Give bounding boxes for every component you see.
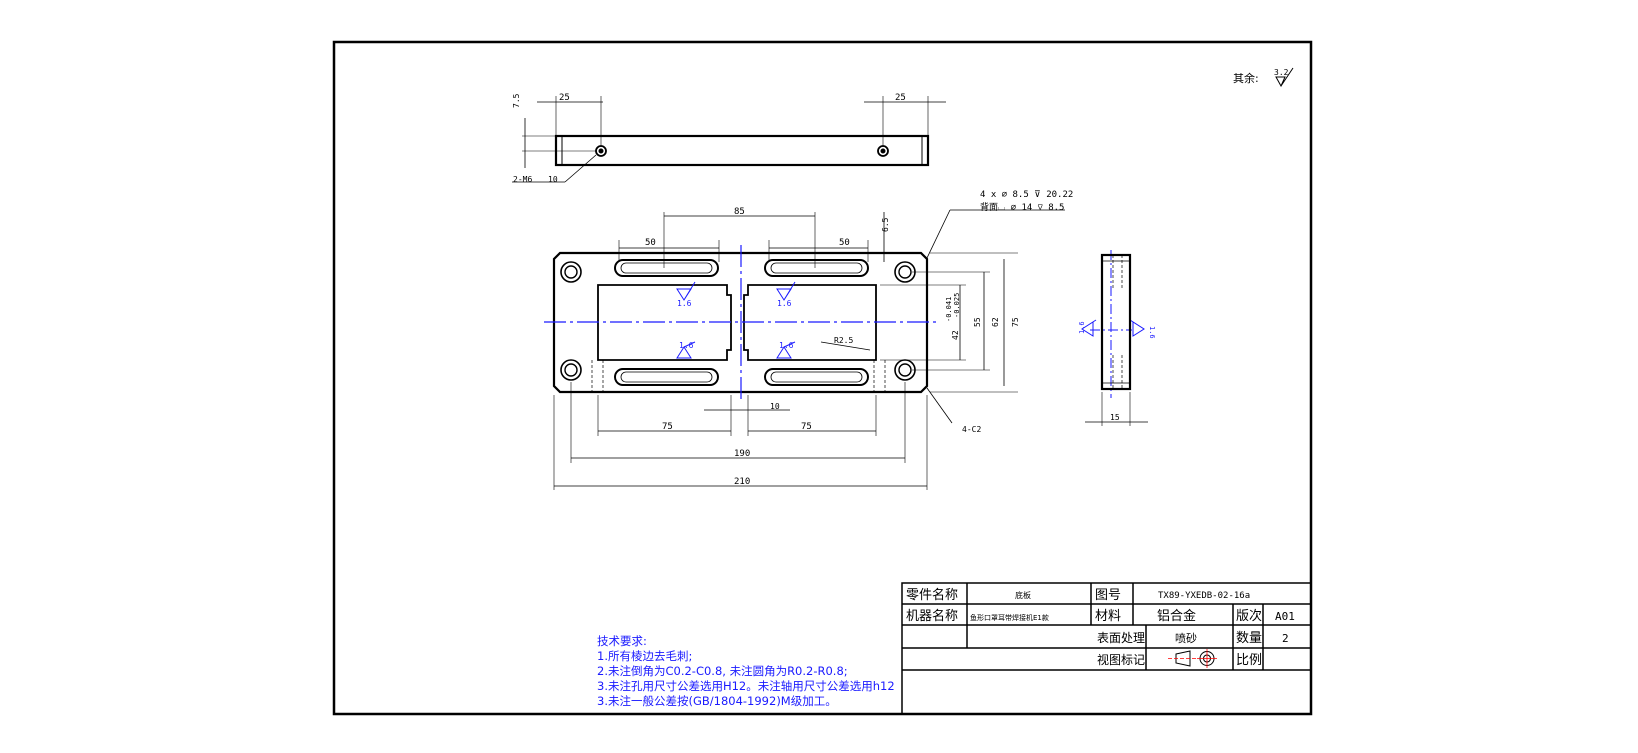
tol-lower: -0.025 <box>953 293 961 318</box>
machine-name-value: 鱼形口罩耳带焊接机E1款 <box>970 613 1049 622</box>
hole-callout-line1: 4 x ⌀ 8.5 ⊽ 20.22 <box>980 190 1073 200</box>
radius-r2-5: R2.5 <box>834 336 853 345</box>
dim-190: 190 <box>734 449 750 459</box>
dim-50-left: 50 <box>645 238 656 248</box>
material-value: 铝合金 <box>1157 608 1196 624</box>
roughness-value: 3.2 <box>1274 68 1289 77</box>
tol-upper: -0.041 <box>945 297 953 322</box>
material-label: 材料 <box>1095 609 1121 624</box>
version-value: A01 <box>1275 610 1295 623</box>
dim-top-25-right: 25 <box>895 93 906 103</box>
dim-75-vertical: 75 <box>1011 317 1020 327</box>
roughness-side-right: 1.6 <box>1148 326 1156 339</box>
dim-6-5: 6.5 <box>881 217 890 232</box>
qty-value: 2 <box>1282 632 1289 645</box>
projection-symbol-icon <box>1168 649 1217 668</box>
note-item: 3.未注一般公差按(GB/1804-1992)M级加工。 <box>597 694 837 708</box>
roughness-side-left: 1.6 <box>1078 321 1086 334</box>
roughness-marks <box>676 281 1145 359</box>
surface-value: 喷砂 <box>1175 632 1197 645</box>
dim-42: 42 <box>951 330 960 340</box>
dim-210: 210 <box>734 477 750 487</box>
roughness-1-6-c: 1.6 <box>679 341 694 350</box>
dim-55: 55 <box>973 317 982 327</box>
hole-callout-m6: 2-M6 <box>513 175 532 184</box>
general-roughness: 其余: 3.2 <box>1233 67 1294 88</box>
qty-label: 数量 <box>1236 631 1262 646</box>
machine-name-label: 机器名称 <box>906 608 958 624</box>
surface-label: 表面处理 <box>1097 631 1145 645</box>
centerlines <box>544 245 1132 400</box>
dim-top-25-left: 25 <box>559 93 570 103</box>
dim-75-left: 75 <box>662 422 673 432</box>
roughness-label: 其余: <box>1233 71 1259 85</box>
drawing-no-value: TX89-YXEDB-02-16a <box>1158 591 1250 601</box>
notes-title: 技术要求: <box>597 634 647 648</box>
scale-label: 比例 <box>1236 653 1262 668</box>
dim-85: 85 <box>734 207 745 217</box>
part-name-value: 底板 <box>1015 590 1031 600</box>
dim-top-7-5: 7.5 <box>512 93 521 108</box>
hole-callout-line2: 背面⌴ ⌀ 14 ⊽ 8.5 <box>980 201 1064 213</box>
view-label: 视图标记 <box>1097 652 1145 667</box>
part-name-label: 零件名称 <box>906 587 958 603</box>
title-block <box>901 582 1312 715</box>
roughness-1-6-d: 1.6 <box>779 341 794 350</box>
dim-10: 10 <box>770 402 780 411</box>
roughness-1-6-a: 1.6 <box>677 299 692 308</box>
top-view <box>512 96 946 183</box>
note-item: 1.所有棱边去毛刺; <box>597 649 693 663</box>
side-view <box>1085 253 1148 426</box>
drawing-frame <box>332 40 1313 716</box>
note-item: 3.未注孔用尺寸公差选用H12。未注轴用尺寸公差选用h12 <box>597 679 895 693</box>
dim-75-right: 75 <box>801 422 812 432</box>
note-item: 2.未注倒角为C0.2-C0.8, 未注圆角为R0.2-R0.8; <box>597 664 848 678</box>
dim-50-right: 50 <box>839 238 850 248</box>
drawing-no-label: 图号 <box>1095 588 1121 603</box>
version-label: 版次 <box>1236 608 1262 624</box>
dim-62: 62 <box>991 317 1000 327</box>
hole-depth-10: 10 <box>548 175 558 184</box>
technical-notes: 技术要求: 1.所有棱边去毛刺; 2.未注倒角为C0.2-C0.8, 未注圆角为… <box>597 634 895 709</box>
roughness-1-6-b: 1.6 <box>777 299 792 308</box>
chamfer-4-c2: 4-C2 <box>962 425 981 434</box>
dim-15: 15 <box>1110 413 1120 422</box>
front-view <box>552 209 1065 490</box>
